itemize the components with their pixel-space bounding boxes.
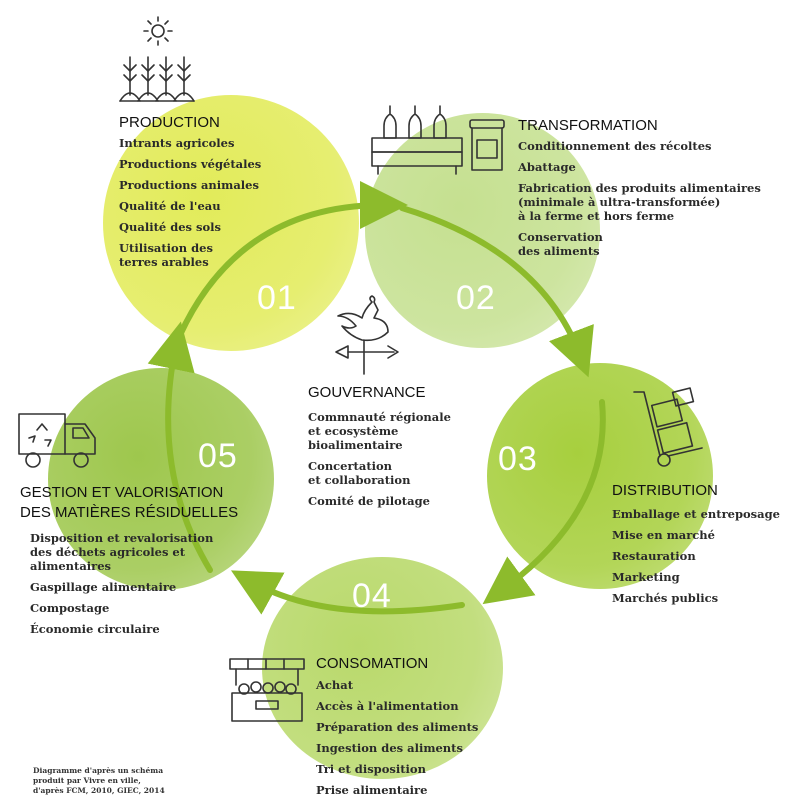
hand-truck-icon (633, 387, 703, 467)
distribution-list: Emballage et entreposage Mise en marché … (612, 507, 782, 612)
list-item: Ingestion des aliments (316, 741, 463, 755)
list-item: Économie circulaire (30, 622, 160, 636)
weathervane-rooster-icon (335, 295, 399, 375)
phase-number-01: 01 (257, 279, 297, 317)
consomation-list: Achat Accès à l'alimentation Préparation… (316, 678, 486, 804)
blob-05 (48, 368, 274, 590)
stage-title-production: PRODUCTION (119, 114, 220, 131)
blob-04 (262, 557, 503, 779)
arrow-02-03 (399, 205, 594, 378)
production-list: Intrants agricoles Productions végétales… (119, 136, 269, 276)
governance-list: Commnauté régionale et ecosystème bioali… (308, 410, 458, 515)
list-item: Gaspillage alimentaire (30, 580, 177, 594)
list-item: Compostage (30, 601, 110, 615)
gestion-list: Disposition et revalorisation des déchet… (30, 531, 260, 643)
stage-title-consomation: CONSOMATION (316, 655, 429, 672)
list-item: Prise alimentaire (316, 783, 428, 797)
phase-number-02: 02 (456, 279, 496, 317)
list-item: Productions végétales (119, 157, 262, 171)
list-item: Concertation et collaboration (308, 459, 411, 487)
list-item: Abattage (518, 160, 576, 174)
list-item: Qualité de l'eau (119, 199, 221, 213)
list-item: Utilisation des terres arables (119, 241, 213, 269)
list-item: Disposition et revalorisation des déchet… (30, 531, 214, 573)
arrow-05-01 (147, 321, 213, 573)
stage-title-gestion: GESTION ET VALORISATION DES MATIÈRES RÉS… (20, 484, 239, 521)
source-footnote: Diagramme d'après un schéma produit par … (33, 766, 165, 795)
phase-number-03: 03 (498, 440, 538, 478)
list-item: Restauration (612, 549, 696, 563)
list-item: Comité de pilotage (308, 494, 430, 508)
list-item: Tri et disposition (316, 762, 426, 776)
list-item: Qualité des sols (119, 220, 222, 234)
list-item: Accès à l'alimentation (316, 699, 459, 713)
arrow-01-02 (177, 181, 408, 338)
governance-title: GOUVERNANCE (308, 384, 426, 401)
list-item: Commnauté régionale et ecosystème bioali… (308, 410, 451, 452)
transformation-list: Conditionnement des récoltes Abattage Fa… (518, 139, 778, 265)
list-item: Intrants agricoles (119, 136, 235, 150)
sun-crops-icon (119, 16, 195, 102)
list-item: Préparation des aliments (316, 720, 479, 734)
arrow-04-05 (230, 570, 465, 615)
list-item: Marchés publics (612, 591, 719, 605)
list-item: Conservation des aliments (518, 230, 603, 258)
list-item: Conditionnement des récoltes (518, 139, 712, 153)
blob-01 (103, 95, 359, 351)
list-item: Mise en marché (612, 528, 715, 542)
recycling-truck-icon (18, 413, 96, 468)
phase-number-05: 05 (198, 437, 238, 475)
list-item: Marketing (612, 570, 680, 584)
market-stall-icon (229, 658, 305, 722)
list-item: Productions animales (119, 178, 259, 192)
bottles-jar-icon (371, 105, 505, 175)
list-item: Achat (316, 678, 354, 692)
list-item: Fabrication des produits alimentaires (m… (518, 181, 761, 223)
arrow-03-04 (482, 399, 606, 605)
phase-number-04: 04 (352, 577, 392, 615)
stage-title-distribution: DISTRIBUTION (612, 482, 718, 499)
stage-title-transformation: TRANSFORMATION (518, 117, 658, 134)
list-item: Emballage et entreposage (612, 507, 780, 521)
